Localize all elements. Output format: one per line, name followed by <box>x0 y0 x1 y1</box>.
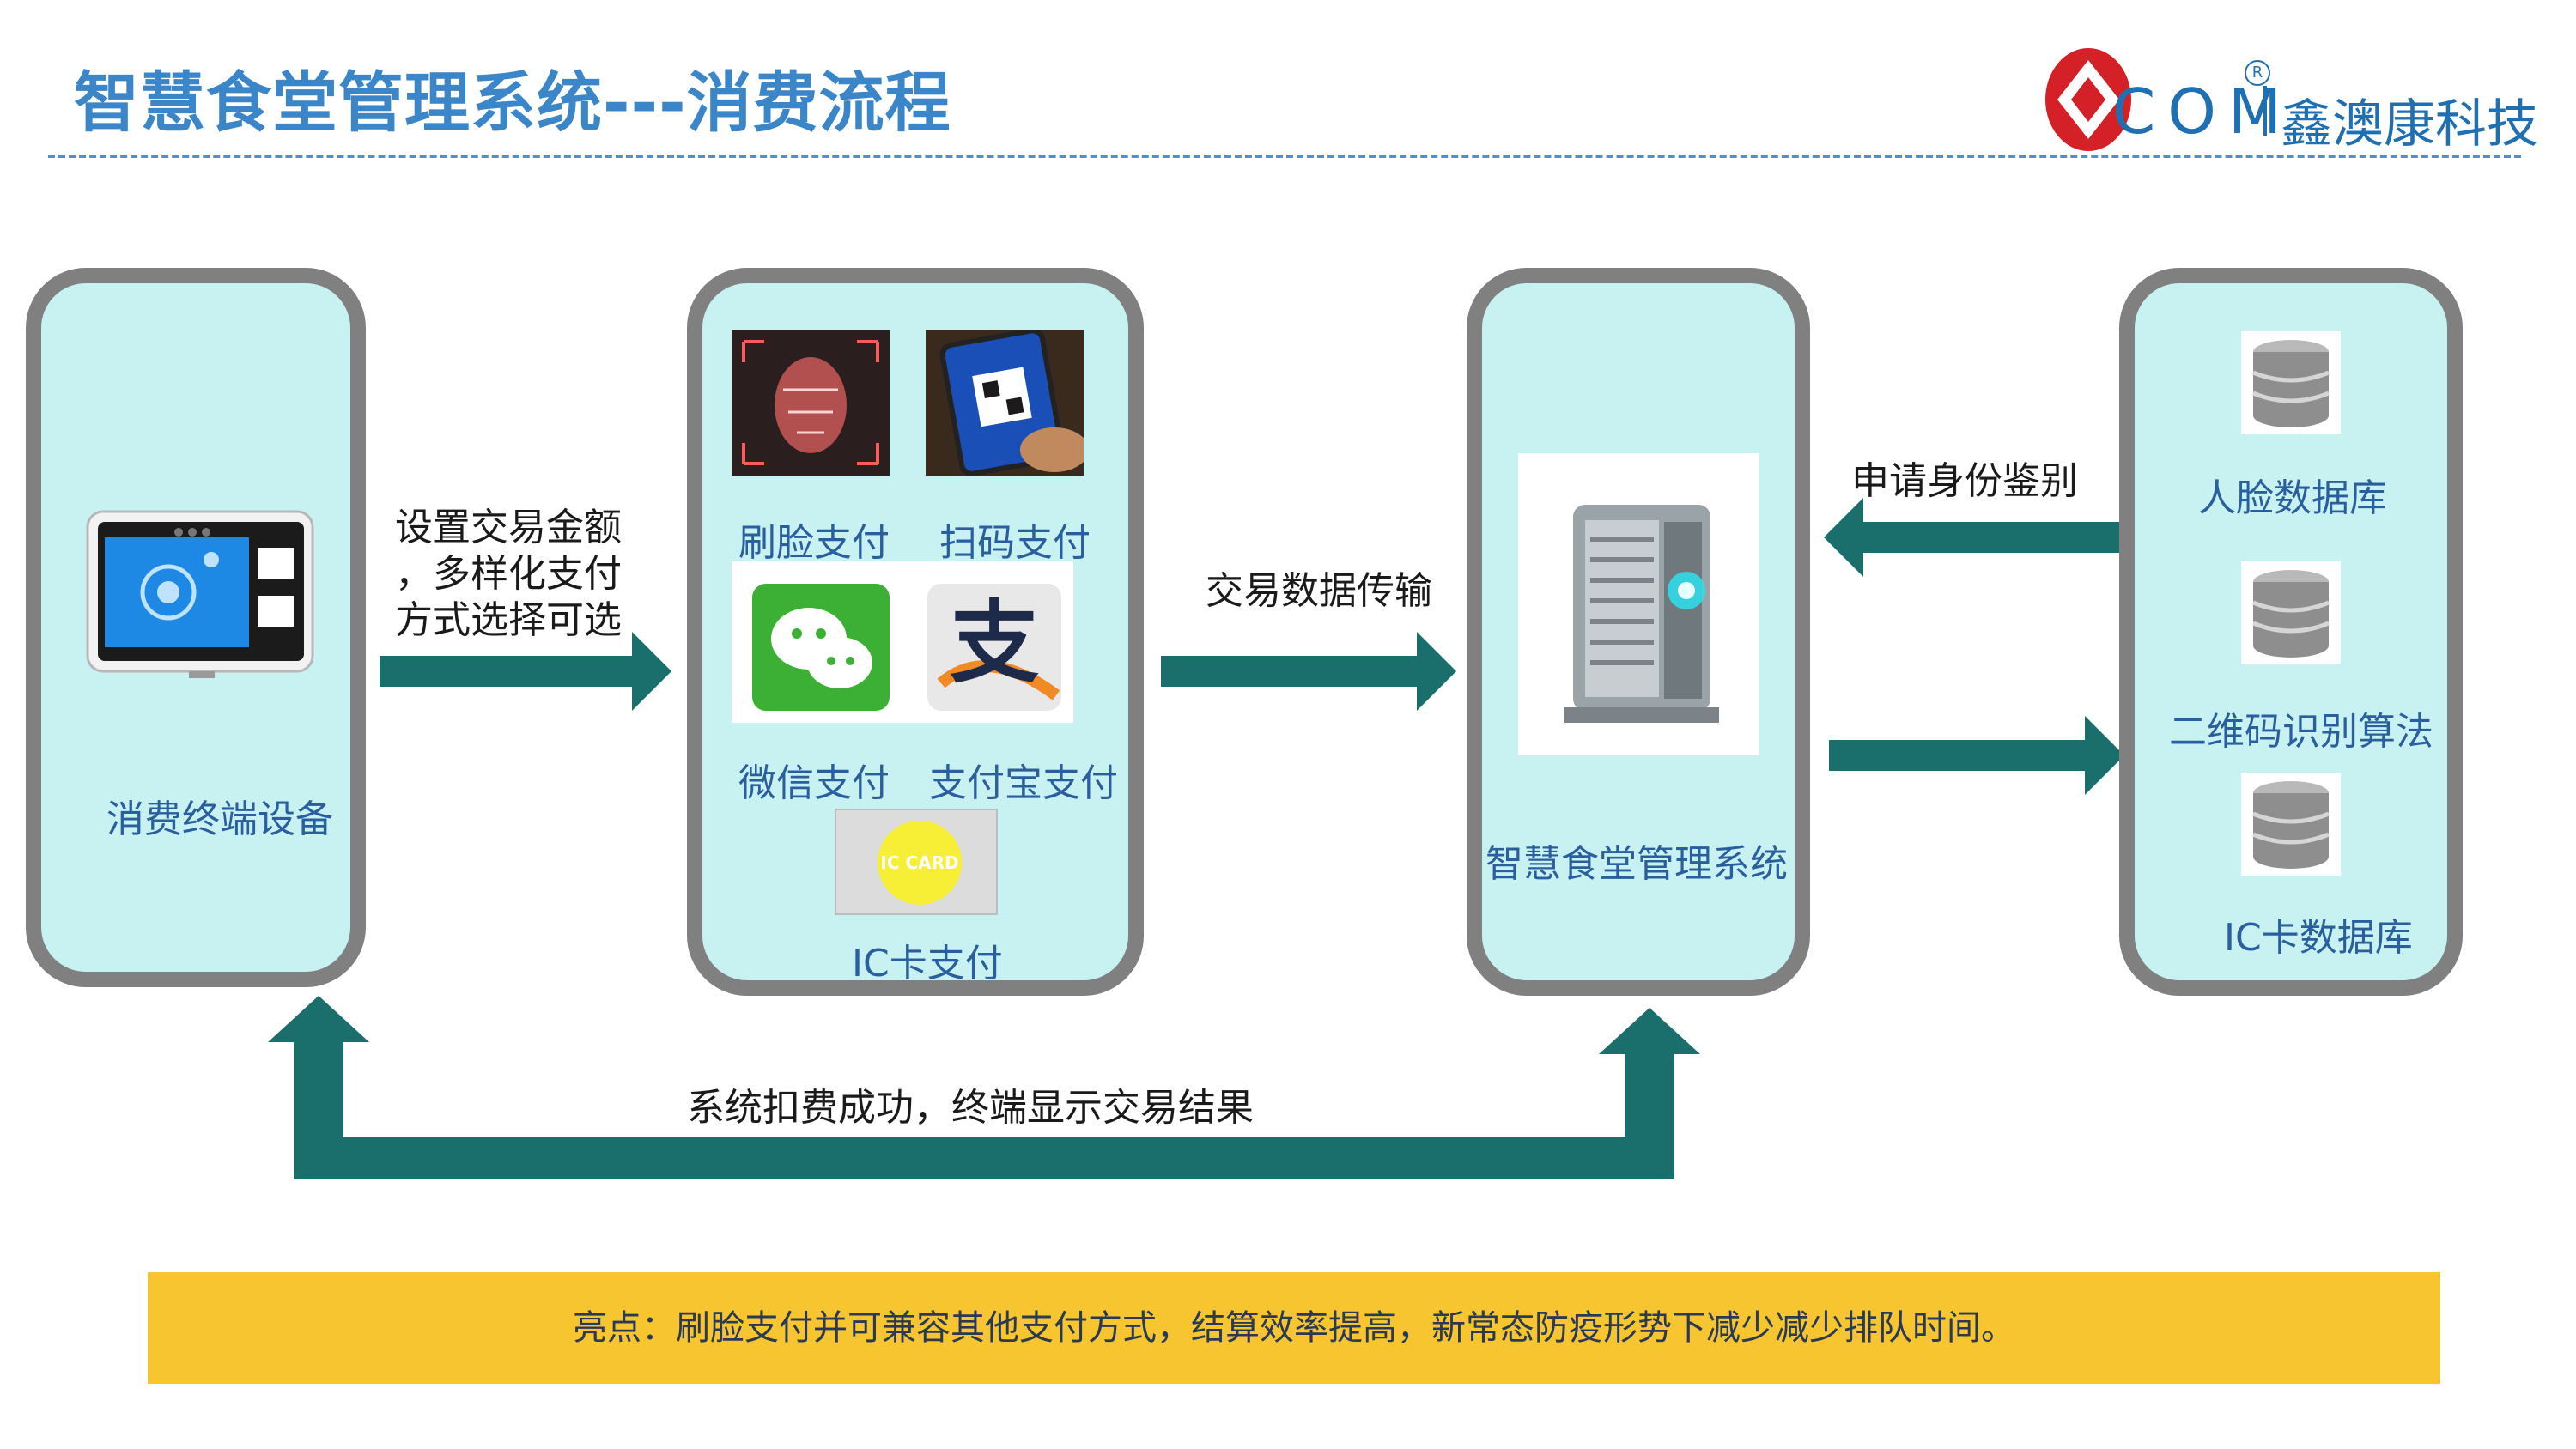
logo-com-text: COM <box>2112 76 2294 148</box>
logo-emblem-icon <box>2045 48 2131 151</box>
wechat-icon <box>752 584 890 711</box>
face-scan-icon <box>732 330 890 476</box>
header-divider <box>48 155 2521 158</box>
alipay-glyph: 支 <box>949 591 1039 695</box>
face-pay-label: 刷脸支付 <box>738 521 890 565</box>
ic-card-icon: IC CARD <box>835 809 998 915</box>
qr-database-icon <box>2241 561 2341 664</box>
qr-scan-icon <box>926 330 1084 476</box>
page-title: 智慧食堂管理系统---消费流程 <box>74 64 951 141</box>
highlight-text: 亮点：刷脸支付并可兼容其他支付方式，结算效率提高，新常态防疫形势下减少减少排队时… <box>573 1308 2015 1348</box>
set-transaction-line3: 方式选择可选 <box>395 598 622 642</box>
logo-company-name: 鑫澳康科技 <box>2281 94 2538 155</box>
arrow-payment-to-system <box>1161 632 1456 711</box>
face-db-label: 人脸数据库 <box>2198 476 2387 520</box>
arrow-terminal-to-payment <box>380 632 671 711</box>
registered-mark: R <box>2245 60 2270 86</box>
wechat-pay-label: 微信支付 <box>738 761 890 805</box>
alipay-icon: 支 <box>927 584 1061 711</box>
qr-algo-label: 二维码识别算法 <box>2169 710 2433 754</box>
terminal-device-image <box>86 506 316 680</box>
arrow-db-to-system <box>1824 498 2124 577</box>
ic-database-icon <box>2241 773 2341 876</box>
system-label: 智慧食堂管理系统 <box>1485 842 1788 886</box>
arrow-return-path <box>268 996 1700 1179</box>
ic-db-label: IC卡数据库 <box>2224 916 2413 960</box>
ic-card-text: IC CARD <box>878 821 962 905</box>
ic-pay-label: IC卡支付 <box>852 942 1003 985</box>
arrow-system-to-db <box>1829 716 2124 795</box>
terminal-label: 消费终端设备 <box>106 797 333 841</box>
set-transaction-line1: 设置交易金额 <box>395 506 622 549</box>
identity-request-label: 申请身份鉴别 <box>1851 459 2078 503</box>
face-database-icon <box>2241 331 2341 434</box>
highlight-banner <box>148 1272 2440 1384</box>
scan-pay-label: 扫码支付 <box>939 521 1091 565</box>
set-transaction-line2: ，多样化支付 <box>395 552 622 596</box>
company-logo <box>2035 39 2533 160</box>
data-transfer-label: 交易数据传输 <box>1206 569 1432 613</box>
deduct-success-label: 系统扣费成功，终端显示交易结果 <box>687 1086 1254 1130</box>
logo-separator <box>2263 86 2267 136</box>
server-icon <box>1518 453 1759 755</box>
alipay-pay-label: 支付宝支付 <box>929 761 1118 805</box>
